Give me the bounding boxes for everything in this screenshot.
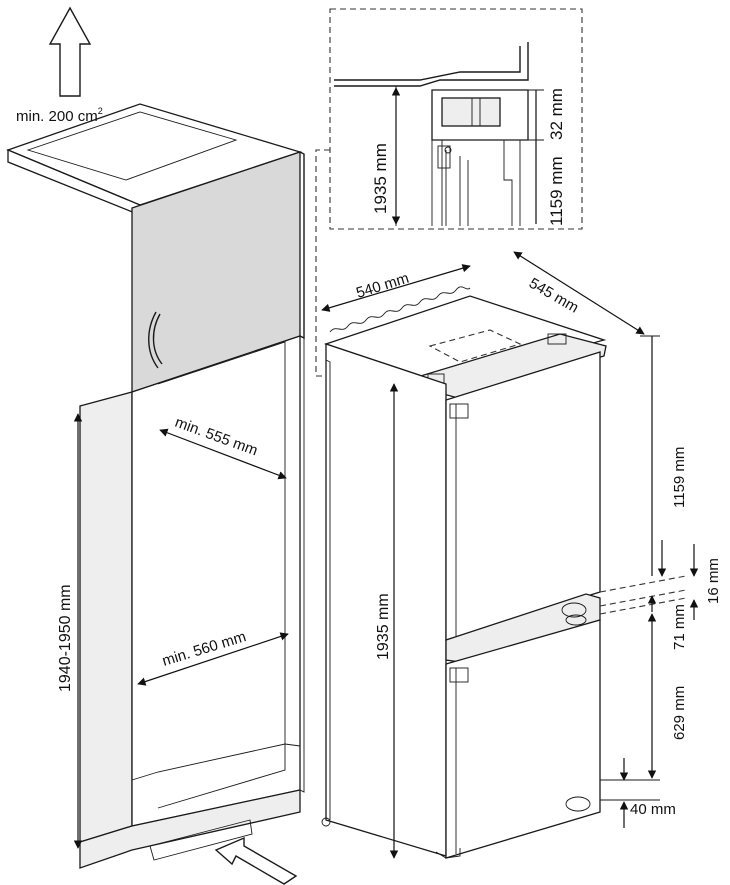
plinth [79, 789, 301, 869]
niche-width-dim-line [137, 632, 289, 686]
detail-32-label: 32 mm [547, 88, 566, 140]
fridge-width-label: 540 mm [354, 270, 411, 302]
fridge-depth-label: 545 mm [526, 275, 581, 317]
top-vent-opening [26, 111, 238, 181]
fridge-appliance [321, 286, 607, 859]
hinge-detail-inset [315, 8, 583, 407]
detail-height-label: 1935 mm [371, 143, 390, 214]
fridge-width-dim-line [321, 264, 471, 312]
cabinet-height-label: 1940-1950 mm [57, 584, 74, 692]
niche-back-wall [131, 335, 301, 827]
lower-height-label: 629 mm [671, 686, 688, 740]
detail-1159-label: 1159 mm [547, 156, 566, 226]
air-inlet-arrow [214, 836, 298, 885]
gap-71-label: 71 mm [671, 604, 688, 650]
air-outlet-arrow [48, 6, 92, 97]
fridge-lower-door [445, 619, 601, 859]
vent-area-label: min. 200 cm2 [16, 106, 103, 125]
niche-depth-dim-line [159, 428, 287, 480]
kitchen-cabinet [6, 103, 305, 869]
plinth-vent [149, 819, 253, 861]
upper-height-label: 1159 mm [671, 447, 688, 508]
bottom-40-label: 40 mm [630, 801, 676, 818]
niche-left-side [79, 391, 133, 843]
door-handle [148, 311, 159, 369]
fridge-depth-dim-line [513, 251, 645, 335]
gap-16-label: 16 mm [705, 558, 722, 604]
fridge-height-label: 1935 mm [375, 593, 392, 660]
